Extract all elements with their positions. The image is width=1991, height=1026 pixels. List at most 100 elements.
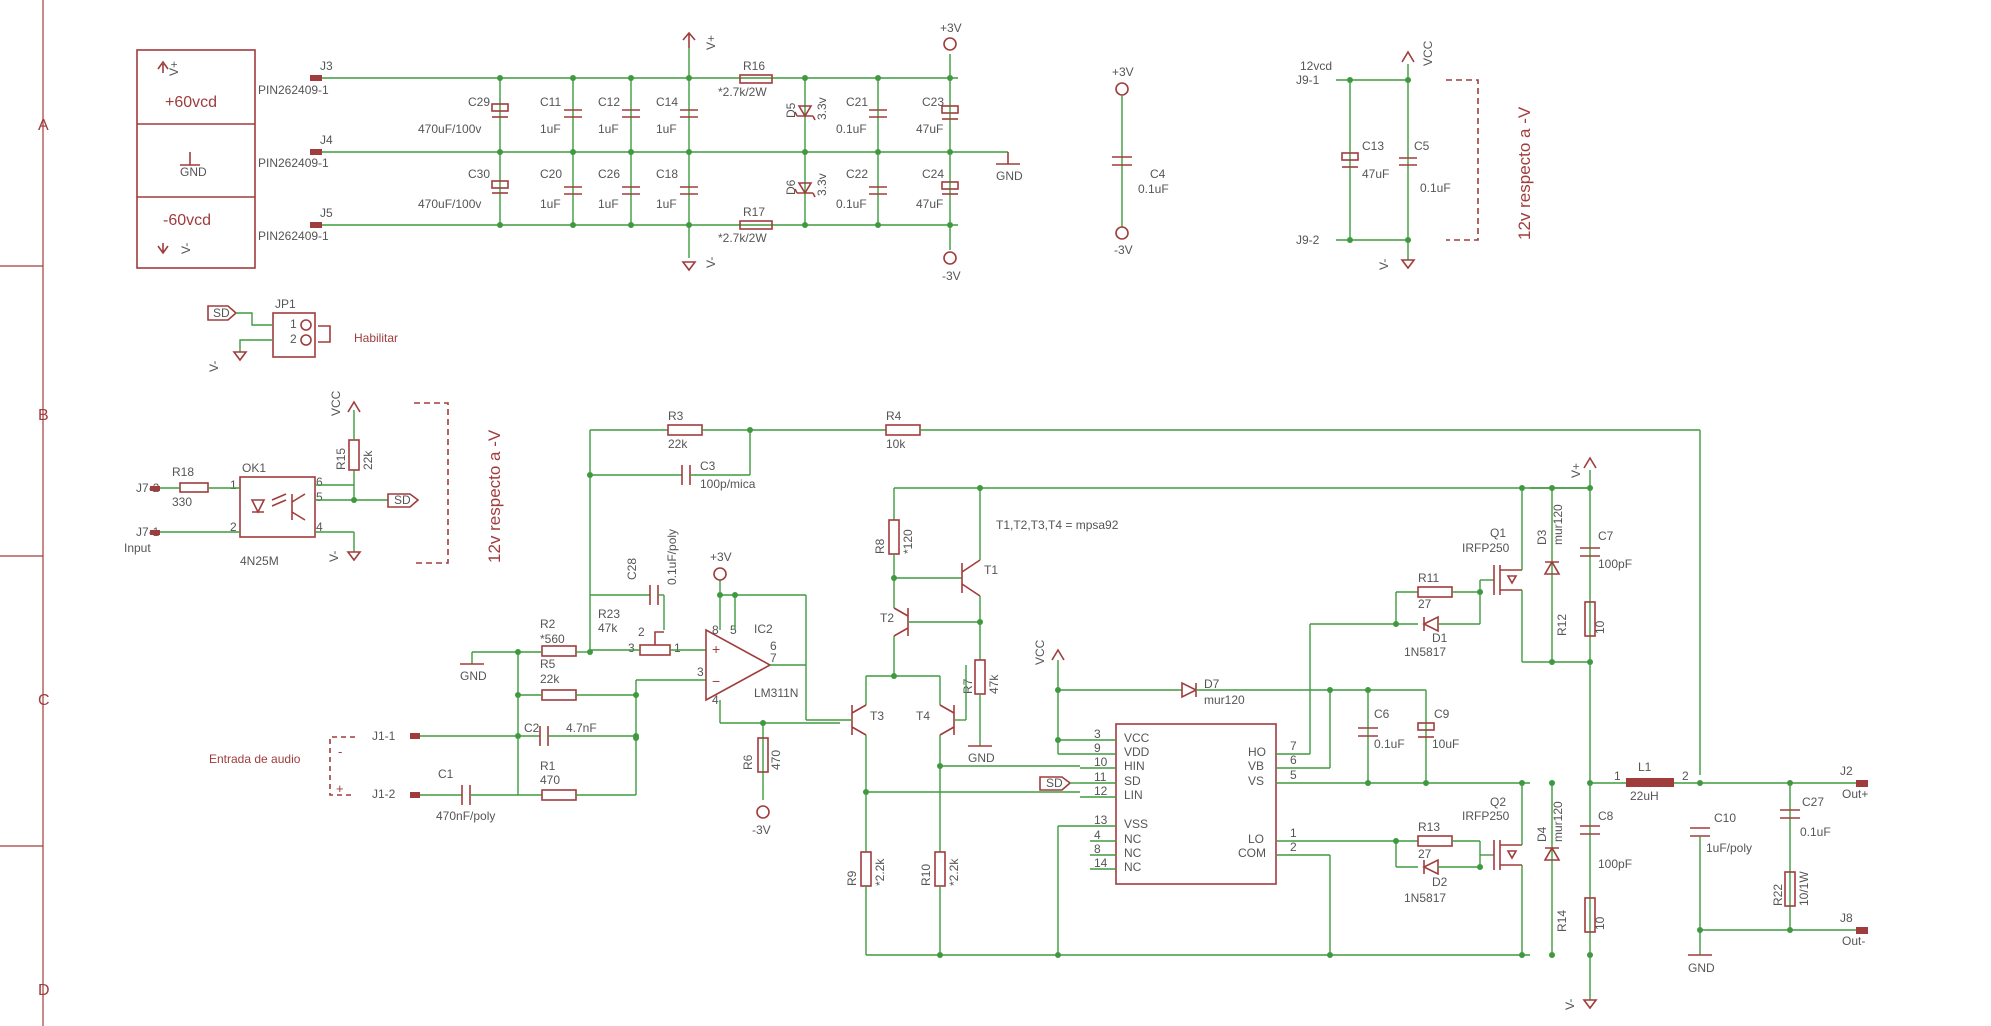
svg-text:LIN: LIN bbox=[1124, 788, 1143, 802]
svg-text:2: 2 bbox=[1682, 769, 1689, 783]
row-label-c: C bbox=[38, 692, 50, 709]
vminus-rail-arrow-icon bbox=[681, 261, 697, 272]
svg-text:mur120: mur120 bbox=[1551, 504, 1565, 545]
svg-text:47uF: 47uF bbox=[916, 197, 943, 211]
svg-text:V-: V- bbox=[207, 361, 221, 372]
svg-text:T4: T4 bbox=[916, 709, 930, 723]
svg-text:V+: V+ bbox=[1569, 463, 1583, 478]
svg-text:2: 2 bbox=[638, 625, 645, 639]
svg-text:*120: *120 bbox=[901, 529, 915, 554]
lm311-triangle-icon bbox=[705, 628, 772, 702]
svg-text:7: 7 bbox=[1290, 739, 1297, 753]
svg-text:1: 1 bbox=[1290, 826, 1297, 840]
m3v-terminal-icon bbox=[943, 251, 957, 265]
svg-text:470: 470 bbox=[769, 750, 783, 770]
vplus-arrow-icon bbox=[157, 60, 169, 73]
svg-text:J7-1: J7-1 bbox=[136, 525, 160, 539]
jp1-enable-jumper: JP1 1 2 Habilitar SD V- bbox=[207, 297, 398, 372]
svg-text:D1: D1 bbox=[1432, 631, 1448, 645]
svg-text:J1-1: J1-1 bbox=[372, 729, 396, 743]
svg-text:*2.7k/2W: *2.7k/2W bbox=[718, 231, 767, 245]
svg-text:0.1uF: 0.1uF bbox=[1374, 737, 1405, 751]
row-label-b: B bbox=[38, 407, 49, 424]
svg-text:C6: C6 bbox=[1374, 707, 1390, 721]
svg-text:4N25M: 4N25M bbox=[240, 554, 279, 568]
svg-text:4: 4 bbox=[712, 693, 719, 707]
svg-text:R3: R3 bbox=[668, 409, 684, 423]
bootstrap: D7 mur120 C6 0.1uF C9 10uF bbox=[1058, 677, 1459, 786]
svg-text:R8: R8 bbox=[873, 538, 887, 554]
svg-text:3: 3 bbox=[1094, 727, 1101, 741]
svg-text:2: 2 bbox=[290, 332, 297, 346]
audio-input-label: Entrada de audio bbox=[209, 752, 301, 766]
svg-text:IRFP250: IRFP250 bbox=[1462, 541, 1510, 555]
svg-text:470: 470 bbox=[540, 773, 560, 787]
svg-text:C20: C20 bbox=[540, 167, 562, 181]
svg-text:R5: R5 bbox=[540, 657, 556, 671]
vcc-12v-block: 12vcd J9-1 J9-2 C13 47uF C5 0.1uF VCC V-… bbox=[1296, 40, 1534, 270]
svg-text:5: 5 bbox=[1290, 768, 1297, 782]
svg-text:C23: C23 bbox=[922, 95, 944, 109]
svg-text:Out-: Out- bbox=[1842, 934, 1865, 948]
svg-text:SD: SD bbox=[1124, 774, 1141, 788]
svg-text:NC: NC bbox=[1124, 860, 1142, 874]
svg-text:D2: D2 bbox=[1432, 875, 1448, 889]
sd-tag-icon bbox=[207, 305, 238, 321]
svg-text:13: 13 bbox=[1094, 813, 1108, 827]
svg-text:330: 330 bbox=[172, 495, 192, 509]
svg-text:HO: HO bbox=[1248, 745, 1266, 759]
svg-text:+3V: +3V bbox=[1112, 65, 1134, 79]
svg-text:J2: J2 bbox=[1840, 764, 1853, 778]
svg-text:C3: C3 bbox=[700, 459, 716, 473]
svg-text:*2.7k/2W: *2.7k/2W bbox=[718, 85, 767, 99]
svg-text:T1: T1 bbox=[984, 563, 998, 577]
svg-text:T2: T2 bbox=[880, 611, 894, 625]
svg-text:GND: GND bbox=[968, 751, 995, 765]
svg-text:J8: J8 bbox=[1840, 911, 1853, 925]
svg-text:V-: V- bbox=[179, 243, 193, 254]
svg-text:R11: R11 bbox=[1418, 571, 1439, 585]
svg-text:3.3v: 3.3v bbox=[815, 97, 829, 120]
svg-text:D6: D6 bbox=[784, 179, 798, 195]
svg-text:47uF: 47uF bbox=[1362, 167, 1389, 181]
audio-input: J1-1 C2 4.7nF J1-2 C1 470nF/poly R1 470 … bbox=[209, 721, 639, 823]
svg-text:2: 2 bbox=[1290, 840, 1297, 854]
svg-text:VCC: VCC bbox=[1033, 639, 1047, 665]
svg-text:8: 8 bbox=[712, 623, 719, 637]
svg-text:10: 10 bbox=[1593, 916, 1607, 930]
pos-60-label: +60vcd bbox=[165, 94, 217, 111]
svg-text:VCC: VCC bbox=[329, 390, 343, 416]
sheet-frame: A B C D bbox=[0, 0, 50, 1026]
svg-text:Input: Input bbox=[124, 541, 151, 555]
svg-text:C9: C9 bbox=[1434, 707, 1450, 721]
svg-text:*2.2k: *2.2k bbox=[947, 858, 961, 886]
svg-text:1uF/poly: 1uF/poly bbox=[1706, 841, 1752, 855]
low-side-switch: R13 27 D2 1N5817 Q2 IRFP250 D4 mur120 C8… bbox=[1393, 780, 1632, 1010]
level-shifter: T1,T2,T3,T4 = mpsa92 R8 *120 T1 T2 R7 47… bbox=[805, 485, 1590, 958]
svg-text:11: 11 bbox=[1094, 770, 1107, 784]
svg-text:12: 12 bbox=[1094, 784, 1108, 798]
svg-text:LO: LO bbox=[1248, 832, 1264, 846]
svg-text:LM311N: LM311N bbox=[754, 686, 798, 700]
svg-text:-: - bbox=[338, 744, 342, 759]
svg-text:IRFP250: IRFP250 bbox=[1462, 809, 1510, 823]
svg-text:100p/mica: 100p/mica bbox=[700, 477, 756, 491]
driver-left-pins: VCC VDD HIN SD LIN VSS NC NC NC 3 9 10 1… bbox=[1058, 727, 1150, 874]
svg-text:22k: 22k bbox=[540, 672, 560, 686]
svg-text:R18: R18 bbox=[172, 465, 194, 479]
svg-text:1uF: 1uF bbox=[598, 122, 619, 136]
svg-text:470nF/poly: 470nF/poly bbox=[436, 809, 495, 823]
svg-text:47k: 47k bbox=[598, 621, 618, 635]
svg-text:COM: COM bbox=[1238, 846, 1266, 860]
svg-text:D5: D5 bbox=[784, 102, 798, 118]
svg-text:9: 9 bbox=[1094, 741, 1101, 755]
svg-text:1uF: 1uF bbox=[656, 122, 677, 136]
svg-text:470uF/100v: 470uF/100v bbox=[418, 122, 481, 136]
p3v-terminal-icon bbox=[943, 37, 957, 51]
svg-text:C1: C1 bbox=[438, 767, 454, 781]
svg-text:R23: R23 bbox=[598, 607, 620, 621]
j3-part: PIN262409-1 bbox=[258, 83, 329, 97]
svg-text:0.1uF: 0.1uF bbox=[836, 122, 867, 136]
note-bracket bbox=[1446, 79, 1479, 241]
svg-text:C27: C27 bbox=[1802, 795, 1824, 809]
